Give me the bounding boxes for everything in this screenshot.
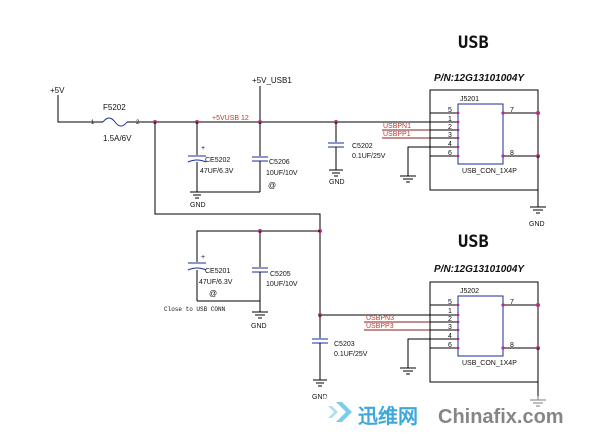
chevron-logo-icon <box>336 402 352 422</box>
j5202-ref: J5202 <box>460 288 479 295</box>
ce5201-ref: CE5201 <box>205 268 230 275</box>
wire-j5202-pin4-gnd <box>407 338 430 368</box>
svg-text:5: 5 <box>448 107 452 114</box>
watermark-en: Chinafix.com <box>438 406 564 428</box>
usb-title-bottom: USB <box>458 232 489 252</box>
fuse-value: 1.5A/6V <box>103 134 132 143</box>
gnd-label: GND <box>190 202 206 209</box>
cap-plate-curved <box>187 159 207 163</box>
polarity-plus: + <box>201 254 205 261</box>
power-label-5v-usb1: +5V_USB1 <box>252 76 292 85</box>
wire-bus-down <box>154 122 321 315</box>
svg-text:5: 5 <box>448 299 452 306</box>
watermark-cn: 迅维网 <box>358 404 418 428</box>
gnd-label: GND <box>312 394 328 401</box>
fuse-pin2: 2 <box>136 120 140 126</box>
chevron-logo-icon-small <box>328 406 338 418</box>
ce5201-mark: @ <box>209 289 217 298</box>
svg-text:3: 3 <box>448 132 452 139</box>
usb-title-top: USB <box>458 33 489 53</box>
fuse-pin1: 1 <box>91 120 95 126</box>
wire-5v-to-fuse <box>57 99 98 123</box>
net-label-5vusb12: +5VUSB 12 <box>212 115 249 122</box>
cap-plate-curved <box>187 267 207 271</box>
connector-j5201: J5201 USB_CON_1X4P 5 1 2 3 4 6 7 8 <box>429 89 540 191</box>
ce5202-ref: CE5202 <box>205 157 230 164</box>
c5203-ref: C5203 <box>334 341 355 348</box>
c5205-value: 10UF/10V <box>266 281 298 288</box>
j5202-name: USB_CON_1X4P <box>462 360 517 367</box>
c5202-value: 0.1UF/25V <box>352 153 386 160</box>
net-label-usbpp3: USBPP3 <box>366 323 394 330</box>
c5202-ref: C5202 <box>352 143 373 150</box>
watermark: 迅维网 Chinafix.com <box>322 396 600 441</box>
part-number-top: P/N:12G13101004Y <box>434 73 525 84</box>
ce5202-value: 47UF/6.3V <box>200 168 234 175</box>
net-label-usbpn3: USBPN3 <box>366 315 394 322</box>
j5201-name: USB_CON_1X4P <box>462 168 517 175</box>
svg-text:4: 4 <box>448 333 452 340</box>
svg-text:2: 2 <box>448 316 452 323</box>
svg-text:7: 7 <box>510 299 514 306</box>
net-label-usbpp1: USBPP1 <box>383 131 411 138</box>
c5205-ref: C5205 <box>270 271 291 278</box>
j5201-ref: J5201 <box>460 96 479 103</box>
svg-text:8: 8 <box>510 342 514 349</box>
svg-text:2: 2 <box>448 124 452 131</box>
svg-text:4: 4 <box>448 141 452 148</box>
note-close-to-usb: Close to USB CONN <box>164 306 226 313</box>
fuse-symbol <box>102 117 128 127</box>
svg-text:6: 6 <box>448 150 452 157</box>
svg-text:7: 7 <box>510 107 514 114</box>
polarity-plus: + <box>201 145 205 152</box>
gnd-label: GND <box>329 179 345 186</box>
net-label-usbpn1: USBPN1 <box>383 123 411 130</box>
part-number-bottom: P/N:12G13101004Y <box>434 264 525 275</box>
wire-j5201-pin4-gnd <box>407 146 430 176</box>
gnd-label: GND <box>251 323 267 330</box>
connector-j5202: J5202 USB_CON_1X4P 5 1 2 3 4 6 7 8 <box>429 281 540 383</box>
c5206-value: 10UF/10V <box>266 170 298 177</box>
svg-text:1: 1 <box>448 116 452 123</box>
svg-text:3: 3 <box>448 324 452 331</box>
c5206-ref: C5206 <box>269 159 290 166</box>
svg-text:1: 1 <box>448 308 452 315</box>
wire-bottom-cap-rail <box>196 230 320 262</box>
ce5201-value: 47UF/6.3V <box>199 279 233 286</box>
c5203-value: 0.1UF/25V <box>334 351 368 358</box>
fuse-ref: F5202 <box>103 103 126 112</box>
gnd-label: GND <box>529 221 545 228</box>
c5206-mark: @ <box>268 181 276 190</box>
svg-text:6: 6 <box>448 342 452 349</box>
svg-text:8: 8 <box>510 150 514 157</box>
power-label-5v: +5V <box>50 86 65 95</box>
